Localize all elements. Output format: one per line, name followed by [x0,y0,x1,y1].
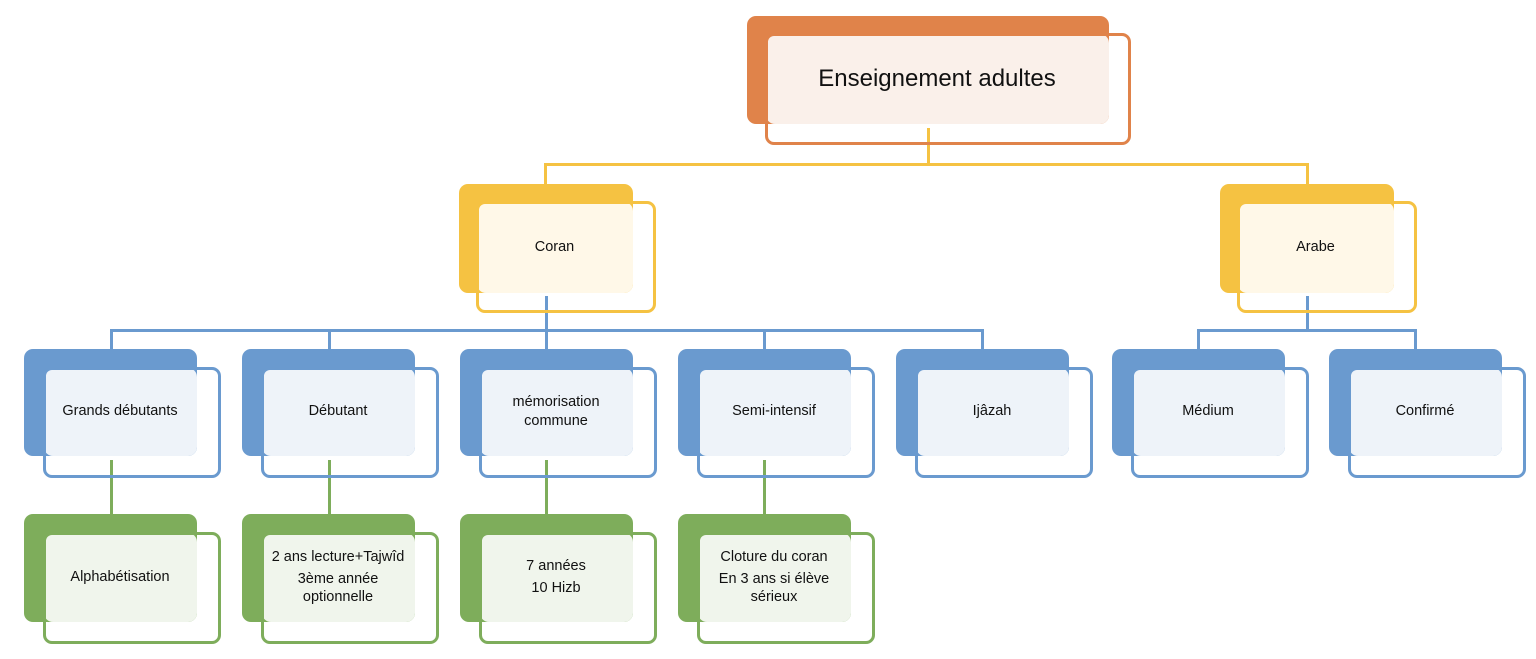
node-semi-intensif-text-line: Semi-intensif [732,403,816,420]
connector-to-arabe [1306,163,1309,185]
node-memorisation-commune-frame [479,367,657,478]
connector-level1-horizontal [544,163,1309,166]
connector-to-medium [1197,329,1200,350]
node-medium-tint [1132,368,1285,456]
connector-root-down [927,128,930,165]
node-debutant-text-line: Débutant [308,403,368,420]
node-enseignement-adultes-label: Enseignement adultes [765,33,1109,124]
connector-to-memorisation [545,329,548,350]
node-detail-semi-intensif-frame [697,532,875,644]
connector-memorisation-down [545,460,548,515]
node-detail-grands-debutants-text-line: Alphabétisation [70,568,170,585]
node-enseignement-adultes-tint [766,34,1109,124]
node-ijazah-label: Ijâzah [915,367,1069,456]
node-grands-debutants-tint [44,368,197,456]
node-detail-debutant-tint [262,533,415,622]
connector-arabe-down [1306,296,1309,331]
node-grands-debutants-text-line: Grands débutants [62,403,178,420]
node-coran-tint [477,202,633,293]
node-memorisation-commune-label: mémorisation commune [479,367,633,456]
node-coran-label: Coran [476,201,633,293]
connector-debutant-down [328,460,331,515]
node-detail-debutant-label: 2 ans lecture+Tajwîd 3ème année optionnel… [261,532,415,622]
node-detail-semi-intensif-label: Cloture du coran En 3 ans si élève sérieu… [697,532,851,622]
node-detail-memorisation-commune-label: 7 années 10 Hizb [479,532,633,622]
connector-to-coran [544,163,547,185]
node-detail-semi-intensif-text-line: En 3 ans si élève sérieux [718,570,830,606]
node-detail-memorisation-commune-text-line: 7 années [526,557,586,574]
node-grands-debutants-label: Grands débutants [43,367,197,456]
node-arabe-tint [1238,202,1394,293]
node-grands-debutants-frame [43,367,221,478]
node-detail-grands-debutants-tint [44,533,197,622]
node-confirme-text-line: Confirmé [1395,403,1455,420]
node-enseignement-adultes-frame [765,33,1131,145]
node-detail-grands-debutants-frame [43,532,221,644]
node-arabe-text-line: Arabe [1296,238,1335,255]
node-ijazah-frame [915,367,1093,478]
connector-arabe-horizontal [1197,329,1417,332]
node-semi-intensif-tint [698,368,851,456]
node-ijazah-text-line: Ijâzah [972,403,1012,420]
node-memorisation-commune-text-line: mémorisation commune [512,394,600,429]
node-medium-text-line: Médium [1182,403,1234,420]
node-coran-text-line: Coran [534,238,575,255]
node-arabe-frame [1237,201,1417,313]
node-coran-frame [476,201,656,313]
node-detail-memorisation-commune-text-line: 10 Hizb [531,580,581,596]
node-memorisation-commune-tint [480,368,633,456]
connector-coran-down [545,296,548,331]
node-confirme-label: Confirmé [1348,367,1502,456]
node-detail-memorisation-commune-tint [480,533,633,622]
connector-to-ijazah [981,329,984,350]
node-confirme-frame [1348,367,1526,478]
node-detail-debutant-text-line: 2 ans lecture+Tajwîd [271,548,405,565]
node-enseignement-adultes-text-line: Enseignement adultes [818,64,1056,92]
node-confirme-tint [1349,368,1502,456]
node-detail-semi-intensif-tint [698,533,851,622]
node-arabe-label: Arabe [1237,201,1394,293]
node-detail-debutant-text-line: 3ème année optionnelle [297,570,379,606]
node-ijazah-tint [916,368,1069,456]
node-medium-frame [1131,367,1309,478]
connector-to-grands-debutants [110,329,113,350]
connector-to-semi-intensif [763,329,766,350]
node-debutant-label: Débutant [261,367,415,456]
node-semi-intensif-frame [697,367,875,478]
connector-to-debutant [328,329,331,350]
connector-semi-intensif-down [763,460,766,515]
node-debutant-frame [261,367,439,478]
connector-to-confirme [1414,329,1417,350]
node-detail-grands-debutants-label: Alphabétisation [43,532,197,622]
node-detail-debutant-frame [261,532,439,644]
node-detail-memorisation-commune-frame [479,532,657,644]
node-semi-intensif-label: Semi-intensif [697,367,851,456]
node-detail-semi-intensif-text-line: Cloture du coran [720,548,828,565]
node-debutant-tint [262,368,415,456]
node-medium-label: Médium [1131,367,1285,456]
connector-grands-debutants-down [110,460,113,515]
